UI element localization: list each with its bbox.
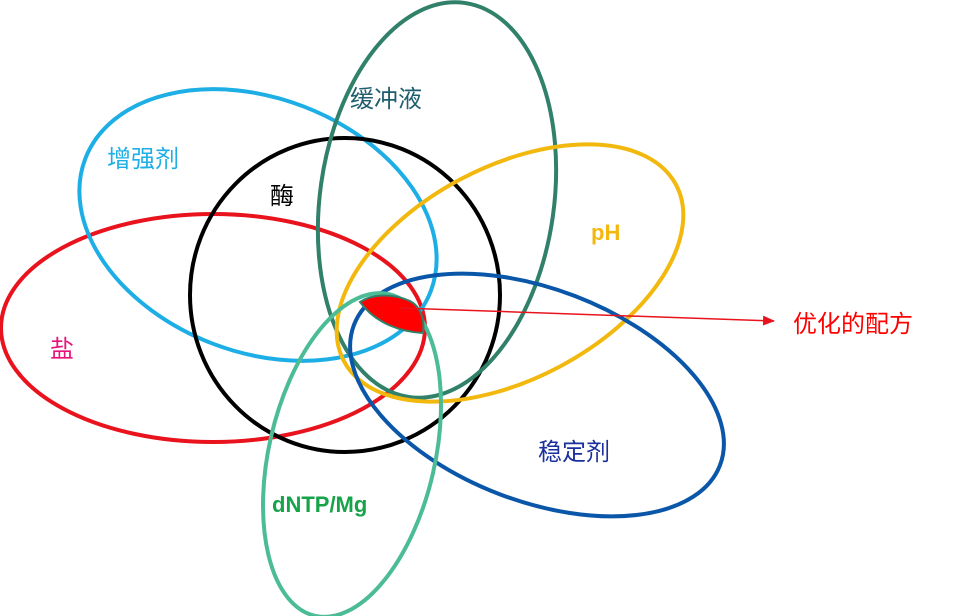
result-arrow (399, 307, 775, 326)
buffer-label: 缓冲液 (350, 85, 422, 113)
ph-label: pH (591, 220, 620, 245)
buffer-ellipse (315, 0, 559, 400)
enhancer-label: 增强剂 (107, 145, 179, 173)
optimized-formula-label: 优化的配方 (793, 310, 913, 338)
enzyme-circle (188, 136, 502, 454)
salt-label: 盐 (50, 335, 74, 363)
dntp-label: dNTP/Mg (272, 492, 367, 517)
stabilizer-ellipse (348, 271, 726, 519)
enzyme-label: 酶 (270, 182, 294, 210)
salt-ellipse (0, 212, 427, 444)
optimized-region (358, 294, 425, 335)
enhancer-ellipse (77, 87, 439, 363)
ph-ellipse (334, 142, 686, 404)
stabilizer-label: 稳定剂 (538, 438, 610, 466)
